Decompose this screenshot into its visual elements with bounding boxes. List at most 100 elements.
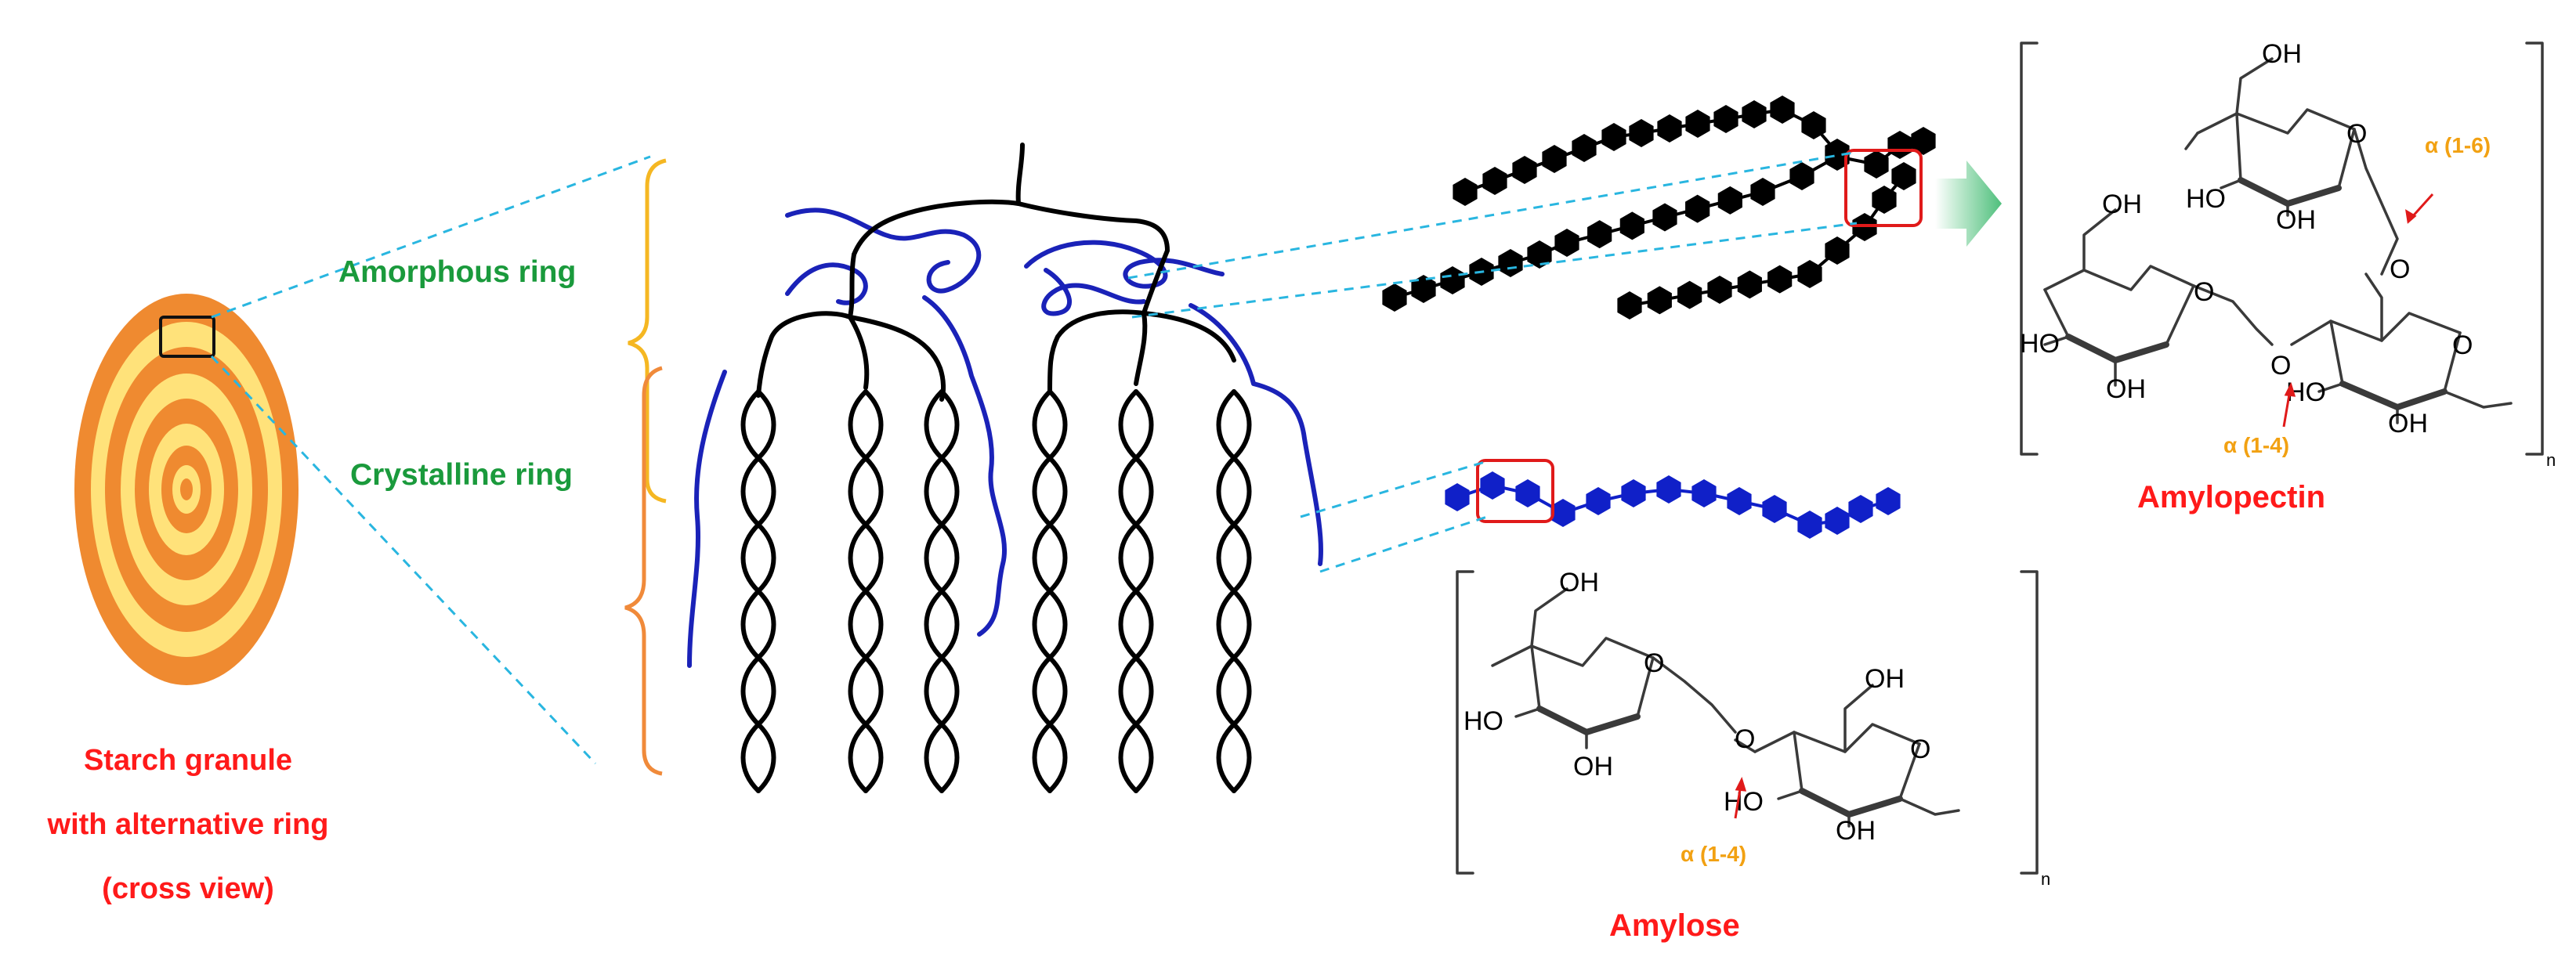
helix-strand	[1134, 389, 1154, 793]
amylopectin-atoms: OH O HO OH O O HO OH OH O HO OH O n	[2020, 39, 2556, 470]
amylopectin-glucose-unit	[1512, 156, 1537, 184]
svg-text:O: O	[1910, 735, 1930, 764]
svg-text:O: O	[2452, 330, 2473, 360]
helix-strand	[1047, 389, 1068, 793]
amylopectin-glucose-unit	[1797, 260, 1822, 288]
helix-strand	[939, 389, 960, 793]
svg-text:n: n	[2546, 450, 2556, 470]
svg-text:HO: HO	[1463, 706, 1503, 736]
amylopectin-bond-arrows	[2282, 193, 2434, 428]
amylopectin-glucose-unit	[1707, 276, 1732, 304]
amylopectin-glucose-unit	[1647, 286, 1672, 315]
zoom-guide-lines	[210, 155, 651, 765]
amylopectin-glucose-unit	[1750, 178, 1775, 206]
amylose-glucose-unit	[1480, 471, 1505, 500]
amylose-structure	[1456, 570, 2039, 875]
amylopectin-glucose-unit	[1542, 145, 1567, 173]
amylopectin-structure	[2020, 42, 2544, 456]
amylose-glucose-unit	[1586, 487, 1611, 515]
amylopectin-glucose-unit	[1677, 280, 1702, 309]
amylose-glucose-unit	[1727, 487, 1752, 515]
svg-text:OH: OH	[1865, 664, 1905, 694]
amylopectin-glucose-unit	[1737, 270, 1762, 299]
amylopectin-glucose-unit	[1498, 249, 1523, 277]
amylose-glucose-unit	[1621, 479, 1646, 507]
crystalline-ring-label: Crystalline ring	[350, 458, 573, 492]
svg-text:HO: HO	[2020, 329, 2060, 359]
amylopectin-glucose-unit	[1382, 283, 1407, 312]
amorphous-ring-label: Amorphous ring	[338, 255, 577, 289]
svg-text:n: n	[2041, 869, 2050, 889]
svg-text:O: O	[1644, 648, 1664, 678]
amylose-glucose-unit	[1656, 475, 1681, 504]
svg-text:HO: HO	[1724, 787, 1764, 817]
amylopectin-chain-schematic	[1382, 96, 1936, 319]
amylopectin-glucose-unit	[1717, 186, 1742, 215]
amylopectin-glucose-unit	[1685, 194, 1710, 223]
svg-text:OH: OH	[1573, 752, 1613, 781]
svg-text:O: O	[2194, 277, 2214, 307]
amylopectin-glucose-unit	[1657, 114, 1682, 143]
amylopectin-glucose-unit	[1864, 150, 1889, 179]
svg-text:O: O	[2270, 351, 2291, 381]
chain-guide-lines	[1127, 151, 1858, 573]
amylopectin-glucose-unit	[1617, 291, 1642, 319]
amylopectin-glucose-unit	[1713, 105, 1738, 133]
amylose-atoms: OH O HO OH O OH O HO OH n	[1463, 568, 2050, 889]
amylopectin-cluster	[687, 143, 1323, 793]
amylose-chain-schematic	[1445, 471, 1901, 539]
amylose-title: Amylose	[1609, 908, 1740, 943]
amylose-glucose-unit	[1550, 499, 1576, 527]
amylose-glucose-unit	[1848, 495, 1873, 523]
amylose-unit-highlight	[1476, 459, 1554, 523]
svg-text:OH: OH	[2262, 39, 2302, 69]
svg-text:HO: HO	[2186, 184, 2226, 214]
amorphous-bracket	[628, 158, 667, 504]
svg-text:O: O	[2346, 119, 2367, 149]
amylopectin-glucose-unit	[1825, 236, 1850, 265]
svg-text:OH: OH	[2106, 374, 2146, 404]
granule-caption-line3: (cross view)	[102, 872, 274, 905]
amylose-glucose-unit	[1691, 479, 1717, 507]
granule-caption-line1: Starch granule	[83, 744, 293, 777]
svg-text:O: O	[2390, 254, 2410, 284]
zoom-arrow	[1935, 161, 2002, 247]
crystalline-bracket	[624, 366, 663, 776]
svg-text:OH: OH	[1559, 568, 1599, 597]
granule-caption: Starch granule with alternative ring (cr…	[16, 728, 360, 921]
amylopectin-alpha16-label: α (1-6)	[2425, 133, 2491, 157]
amylopectin-glucose-unit	[1685, 110, 1710, 138]
helix-strand	[863, 389, 884, 793]
amylopectin-glucose-unit	[1554, 229, 1579, 257]
amylopectin-glucose-unit	[1770, 96, 1795, 124]
amylopectin-glucose-unit	[1440, 266, 1465, 294]
amylose-glucose-unit	[1876, 487, 1901, 515]
amylose-glucose-unit	[1445, 483, 1470, 511]
amylopectin-glucose-unit	[1789, 162, 1814, 190]
amylopectin-glucose-unit	[1742, 100, 1767, 128]
starch-granule	[74, 294, 298, 685]
amylose-glucose-unit	[1515, 479, 1540, 507]
amylose-glucose-unit	[1797, 511, 1822, 539]
svg-text:O: O	[1735, 724, 1755, 754]
amylopectin-glucose-unit	[1601, 123, 1626, 151]
amylopectin-glucose-unit	[1572, 134, 1597, 162]
amylopectin-glucose-unit	[1619, 211, 1644, 240]
amylopectin-glucose-unit	[1652, 203, 1677, 232]
amylopectin-alpha14-label: α (1-4)	[2223, 433, 2290, 457]
amylopectin-glucose-unit	[1629, 119, 1654, 147]
granule-caption-line2: with alternative ring	[47, 808, 329, 841]
svg-text:OH: OH	[2276, 205, 2316, 235]
amylopectin-glucose-unit	[1887, 131, 1912, 159]
amylopectin-glucose-unit	[1453, 178, 1478, 206]
amylose-glucose-unit	[1762, 495, 1787, 523]
svg-text:OH: OH	[1836, 816, 1876, 846]
amylose-bond-arrow	[1734, 776, 1747, 819]
amylopectin-title: Amylopectin	[2137, 480, 2326, 514]
amylopectin-branch-highlight	[1844, 149, 1923, 227]
svg-text:OH: OH	[2102, 190, 2142, 219]
amylopectin-glucose-unit	[1482, 167, 1507, 195]
helix-strand	[756, 389, 776, 793]
